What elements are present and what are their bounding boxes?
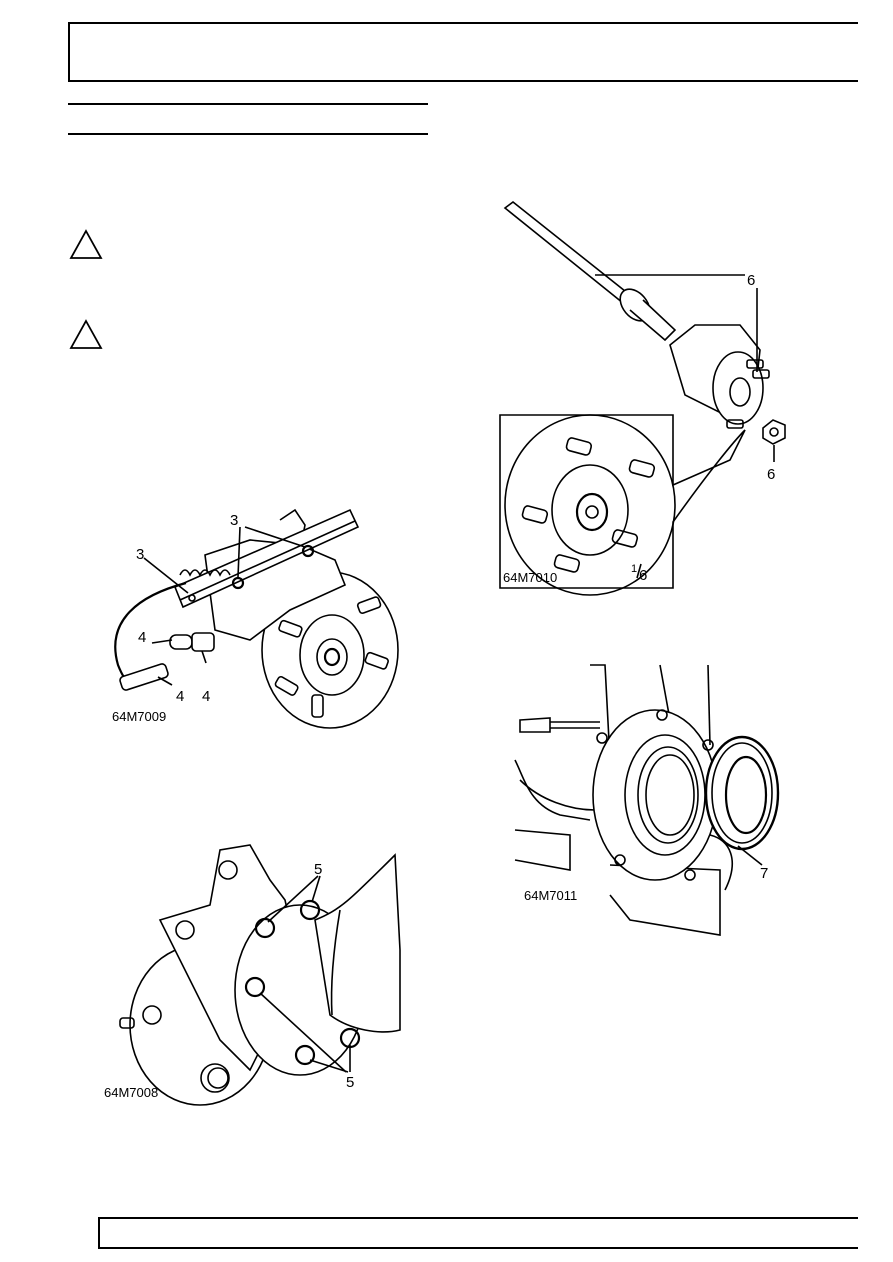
callout-7: 7 (760, 865, 768, 882)
callout-6: 6 (767, 466, 775, 483)
callout-4: 4 (138, 629, 146, 646)
inset-callout-numerator: 1 (631, 563, 637, 575)
figure-64m7009: 3 3 4 4 4 64M7009 (112, 508, 399, 729)
figure-ref: 64M7011 (524, 888, 577, 903)
figure-ref: 64M7008 (104, 1085, 158, 1100)
callout-4: 4 (202, 688, 210, 705)
callout-5: 5 (314, 861, 322, 878)
figure-ref: 64M7009 (112, 709, 166, 724)
page-footer-frame (98, 1217, 858, 1249)
warning-triangle-icon (69, 229, 103, 259)
title-rule-top (68, 103, 428, 105)
callout-3: 3 (136, 546, 144, 563)
callout-3: 3 (230, 512, 238, 529)
callout-4: 4 (176, 688, 184, 705)
title-rule-bottom (68, 133, 428, 135)
figure-ref: 64M7010 (503, 570, 557, 585)
callout-5: 5 (346, 1074, 354, 1091)
callout-6: 6 (747, 272, 755, 289)
figure-64m7010: 6 6 1 6 64M7010 (499, 200, 786, 596)
figure-64m7008: 5 5 64M7008 (104, 844, 401, 1106)
figure-64m7011: 7 64M7011 (514, 664, 780, 936)
inset-callout-denominator: 6 (639, 567, 647, 584)
warning-triangle-icon (69, 319, 103, 349)
page-header-frame (68, 22, 858, 82)
